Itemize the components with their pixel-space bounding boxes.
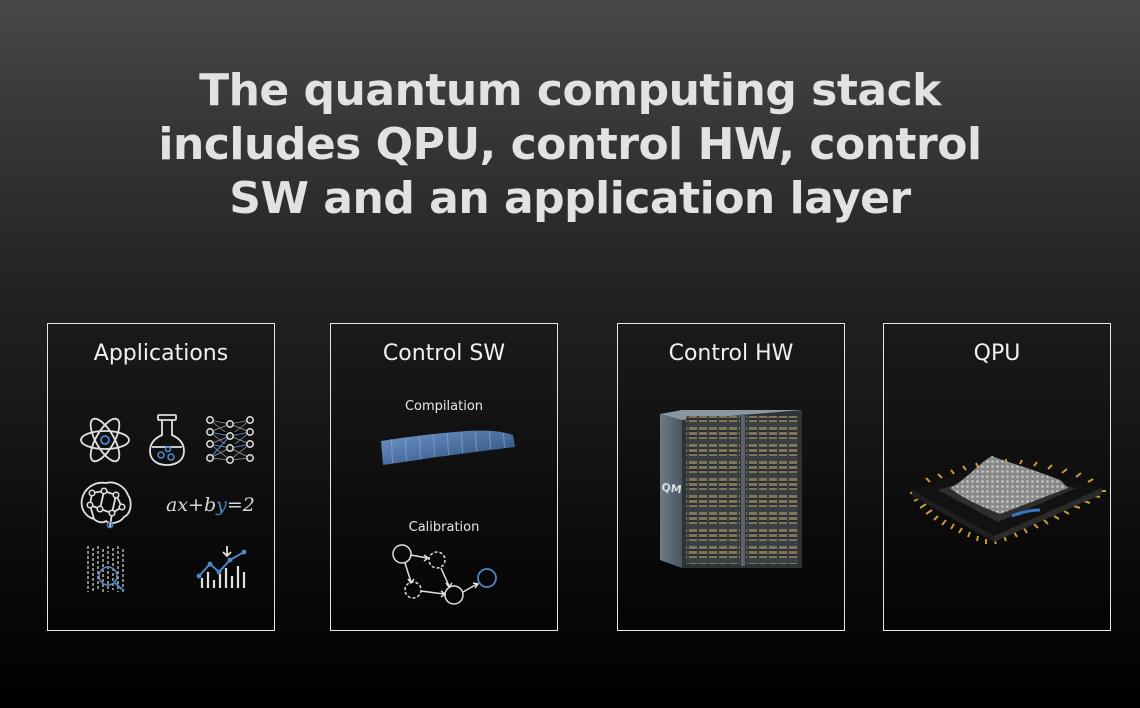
compilation-label: Compilation (404, 399, 484, 414)
matrix-data-icon (87, 546, 125, 592)
server-rack-icon: QM (660, 410, 802, 568)
brain-network-icon (80, 481, 132, 529)
control-sw-title: Control SW (382, 341, 506, 366)
equation-icon: ax+by=2 (166, 494, 255, 516)
flask-icon (149, 414, 185, 466)
wave-surface-icon (381, 430, 515, 465)
qm-logo: QM (661, 481, 683, 497)
title-line-2: includes QPU, control HW, control (158, 119, 982, 170)
atom-icon (80, 417, 130, 463)
calibration-label: Calibration (408, 520, 480, 535)
title-line-3: SW and an application layer (229, 173, 911, 224)
trend-chart-icon (196, 546, 247, 588)
control-sw-card: Control SW Compilation Calibration (330, 323, 558, 631)
control-hw-card: Control HW QM (617, 323, 845, 631)
qpu-title: QPU (973, 341, 1021, 366)
applications-card: Applications (47, 323, 275, 631)
qpu-card: QPU (883, 323, 1111, 631)
page-title: The quantum computing stack includes QPU… (0, 64, 1140, 226)
control-hw-title: Control HW (668, 341, 794, 366)
calibration-graph-icon (392, 544, 497, 605)
applications-title: Applications (93, 341, 229, 366)
neural-network-icon (206, 416, 254, 464)
qpu-chip-icon (910, 456, 1106, 545)
title-line-1: The quantum computing stack (199, 65, 941, 116)
